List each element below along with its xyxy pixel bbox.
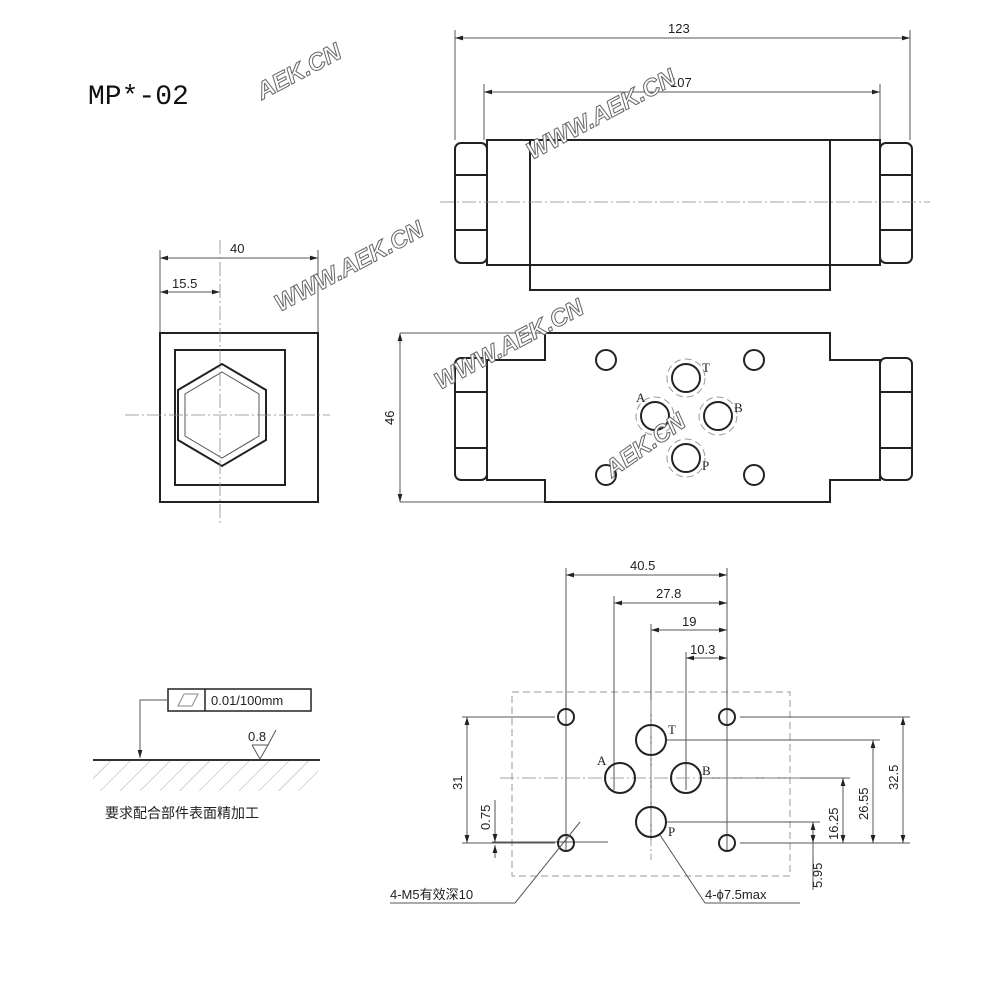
dim-height: 46	[382, 411, 397, 425]
dim-26-55: 26.55	[856, 787, 871, 820]
surface-requirement: 0.01/100mm 0.8 要求配合部件表面精加工	[93, 688, 320, 821]
watermark: WWW.AEK.CN	[430, 294, 589, 396]
watermark: WWW.AEK.CN	[270, 216, 429, 318]
dim-5-95: 5.95	[810, 863, 825, 888]
watermark: WWW.AEK.CN	[522, 64, 681, 166]
dim-side-center: 15.5	[172, 276, 197, 291]
dim-10-3: 10.3	[690, 642, 715, 657]
mount-port-p: P	[668, 824, 675, 839]
port-p-label: P	[702, 458, 709, 473]
dim-31: 31	[450, 776, 465, 790]
port-b-label: B	[734, 400, 743, 415]
flatness-icon	[177, 693, 199, 707]
drawing-title: MP*-02	[88, 82, 189, 113]
dim-0-75: 0.75	[478, 805, 493, 830]
mount-port-t: T	[668, 722, 676, 737]
port-a-label: A	[636, 390, 646, 405]
mounting-pattern: 40.5 27.8 19 10.3 32.5 26.55 16.25 5.95 …	[390, 558, 910, 904]
front-view: 46 T A B P	[382, 332, 913, 503]
thread-note: 4-M5有效深10	[390, 887, 473, 902]
mount-port-a: A	[597, 753, 607, 768]
left-nut	[454, 142, 488, 264]
roughness-value: 0.8	[248, 729, 266, 744]
dim-27-8: 27.8	[656, 586, 681, 601]
top-view: 123 107	[440, 21, 930, 291]
dim-32-5: 32.5	[886, 765, 901, 790]
dim-19: 19	[682, 614, 696, 629]
right-nut	[879, 142, 913, 264]
watermark: AEK.CN	[599, 408, 691, 484]
watermark: AEK.CN	[251, 38, 346, 106]
dim-16-25: 16.25	[826, 807, 841, 840]
dim-40-5: 40.5	[630, 558, 655, 573]
mount-port-b: B	[702, 763, 711, 778]
port-t-label: T	[702, 360, 710, 375]
dim-overall-length: 123	[668, 21, 690, 36]
surface-note: 要求配合部件表面精加工	[105, 805, 259, 821]
dim-side-width: 40	[230, 241, 244, 256]
dim-body-length: 107	[670, 75, 692, 90]
side-view: 40 15.5	[125, 240, 330, 525]
port-size-note: 4-ϕ7.5max	[705, 887, 767, 902]
flatness-value: 0.01/100mm	[211, 693, 283, 708]
